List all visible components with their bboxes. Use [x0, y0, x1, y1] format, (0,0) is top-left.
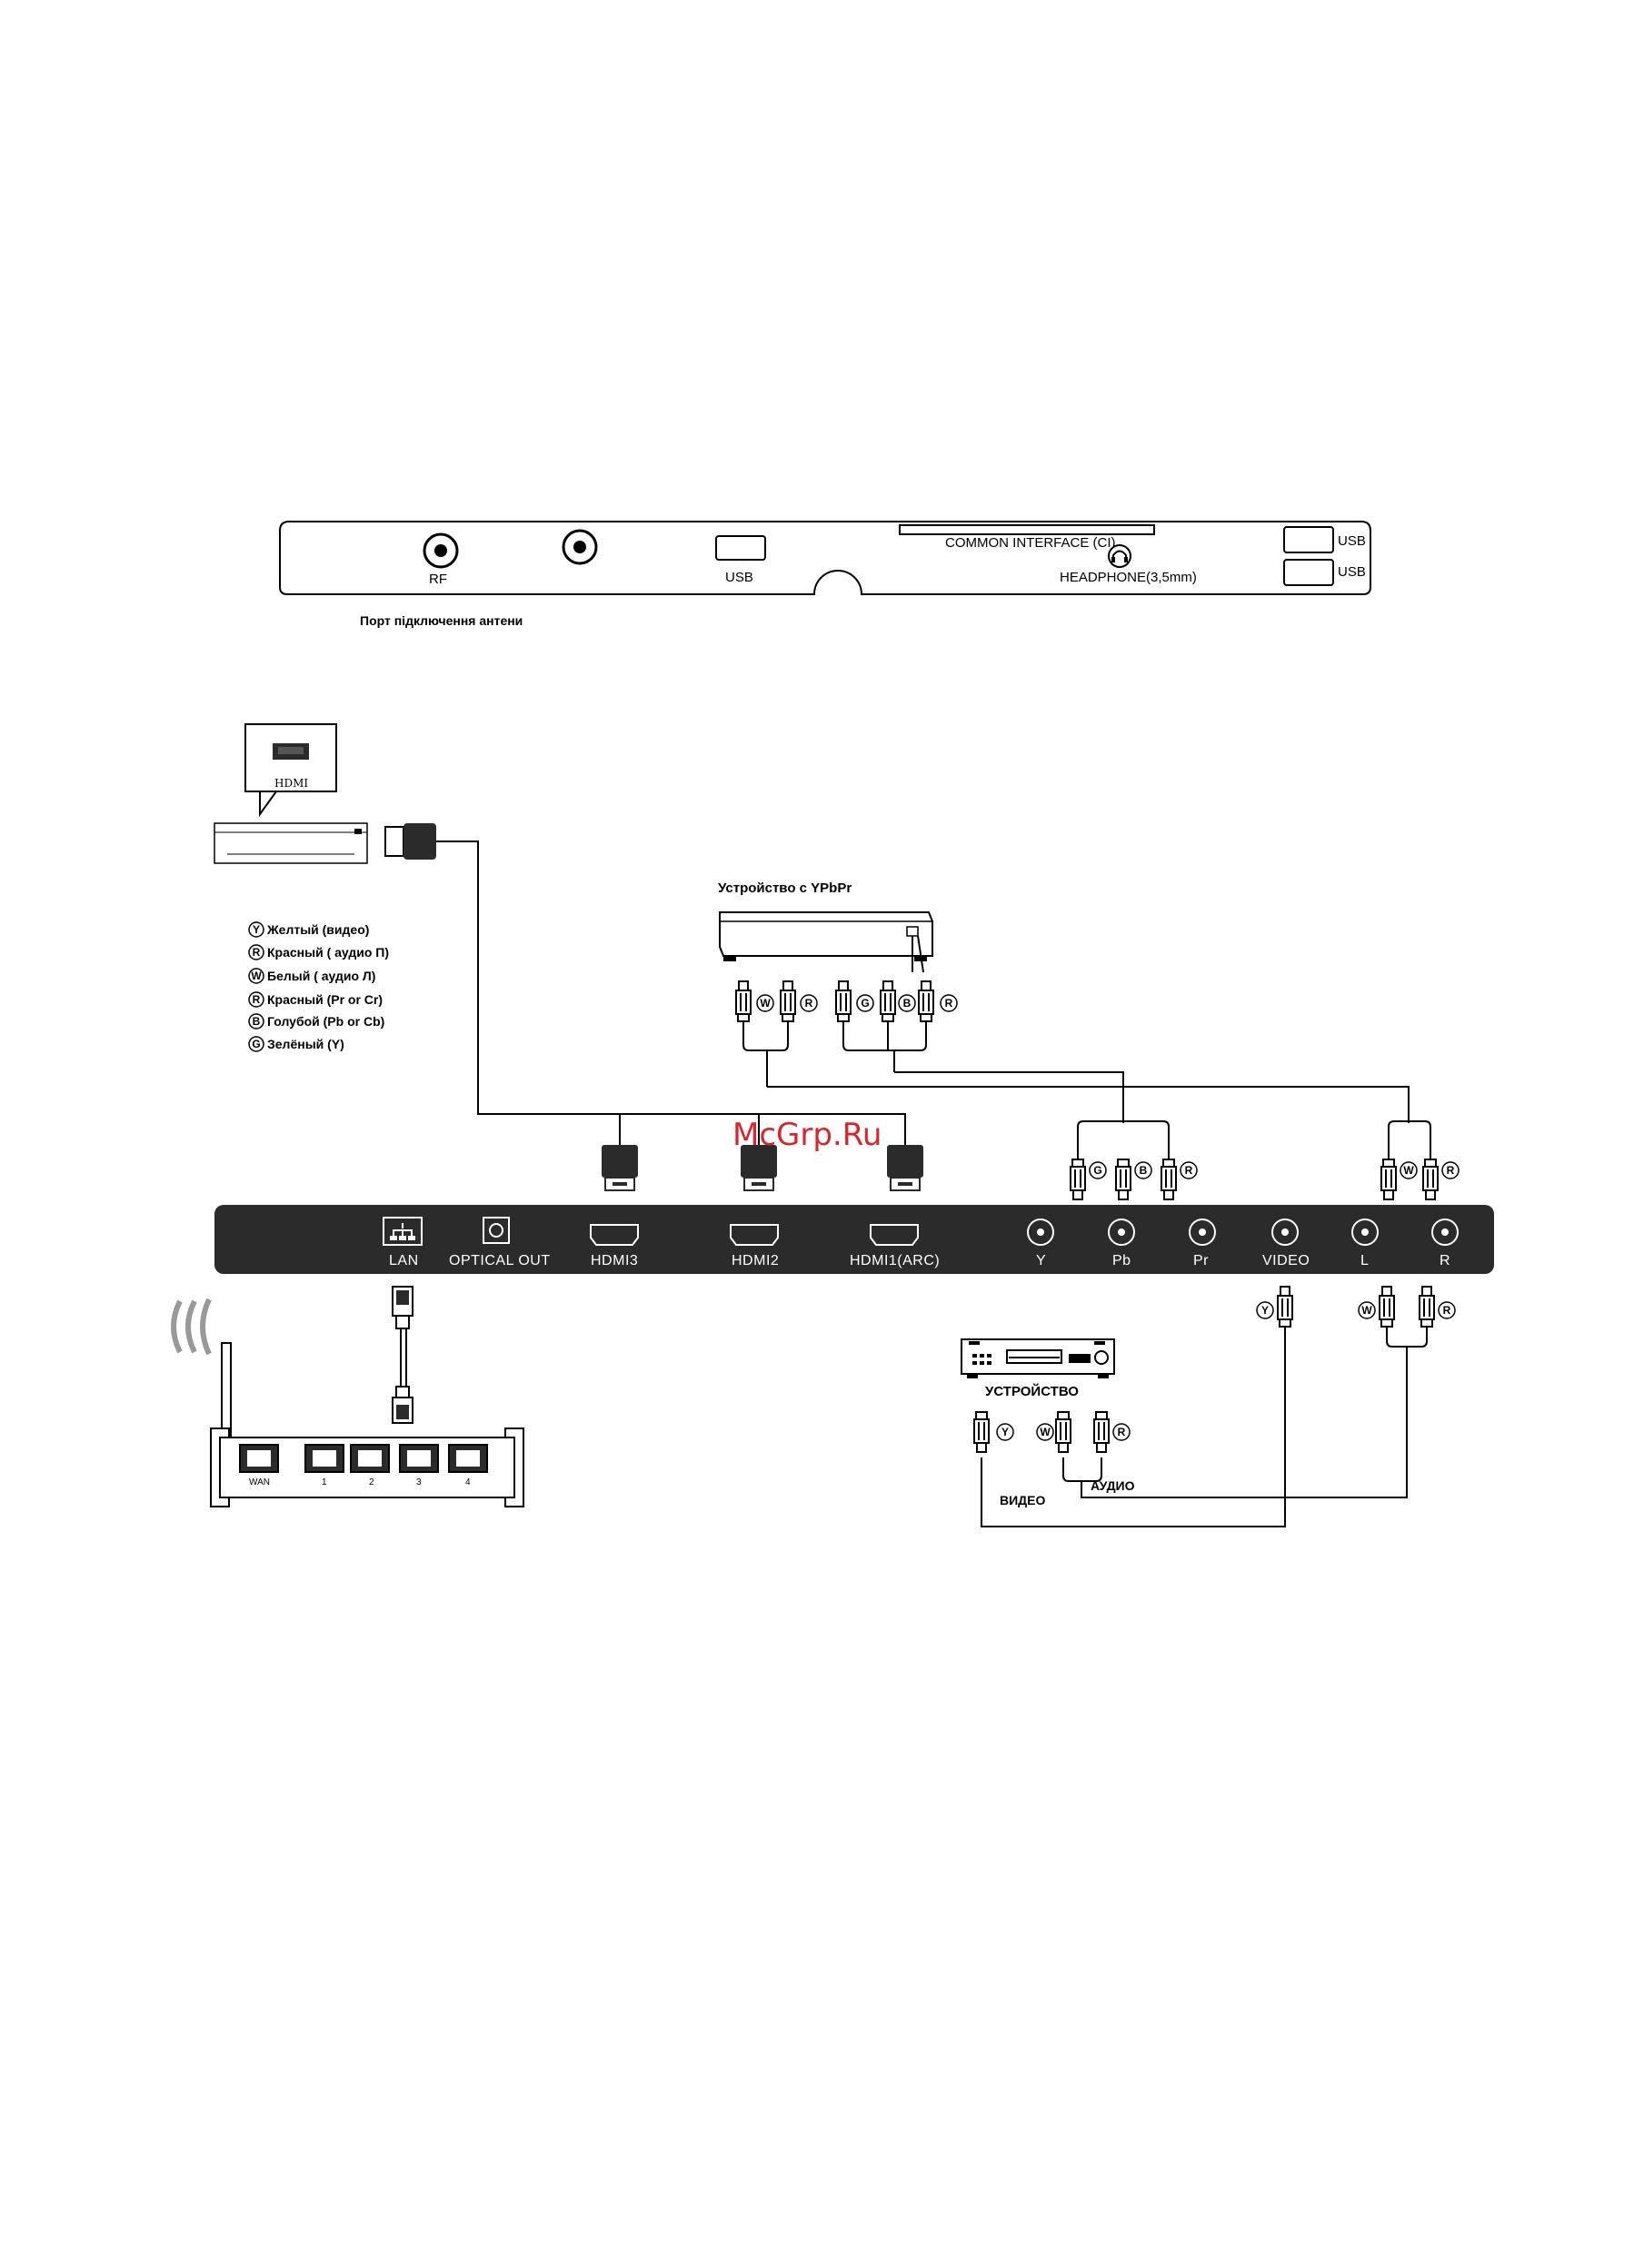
svg-text:Голубой (Pb or Cb): Голубой (Pb or Cb) [267, 1014, 384, 1029]
legend-item: G Зелёный (Y) [248, 1036, 344, 1052]
svg-text:G: G [252, 1038, 260, 1050]
router-port-4: 4 [465, 1477, 471, 1487]
av-audio-label: АУДИО [1091, 1478, 1135, 1493]
svg-text:Красный (Pr or Cr): Красный (Pr or Cr) [267, 992, 383, 1007]
svg-text:R: R [253, 946, 261, 959]
usb-port-right-1 [1283, 526, 1334, 553]
port-label-video: VIDEO [1262, 1253, 1310, 1268]
svg-text:R: R [805, 997, 813, 1010]
router-port-3: 3 [416, 1477, 422, 1487]
hdmi-source-label: HDMI [274, 777, 308, 790]
cables [436, 841, 1431, 1159]
color-legend: Y Желтый (видео) R Красный ( аудио П) W … [248, 921, 389, 1052]
lan-cable [392, 1286, 413, 1424]
port-label-optical: OPTICAL OUT [449, 1253, 551, 1268]
rca-port-pr-icon [1189, 1219, 1216, 1246]
headphone-icon [1108, 544, 1131, 568]
svg-text:R: R [945, 997, 953, 1010]
router: WAN 1 2 3 4 [210, 1342, 524, 1507]
hdmi2-port-icon [730, 1224, 779, 1246]
svg-text:W: W [251, 970, 262, 982]
usb-right-label-1: USB [1338, 533, 1366, 549]
svg-text:R: R [1118, 1426, 1126, 1438]
port-label-hdmi1: HDMI1(ARC) [850, 1253, 940, 1268]
svg-text:W: W [1361, 1304, 1372, 1317]
svg-text:Зелёный (Y): Зелёный (Y) [267, 1037, 344, 1051]
svg-text:Желтый (видео): Желтый (видео) [266, 922, 369, 937]
svg-text:R: R [1185, 1164, 1193, 1177]
svg-text:W: W [760, 997, 771, 1010]
tv-rear-panel: LAN OPTICAL OUT HDMI3 HDMI2 HDMI1(ARC) Y… [214, 1205, 1494, 1274]
svg-text:R: R [253, 993, 261, 1006]
router-port-1: 1 [322, 1477, 327, 1487]
hdmi3-port-icon [590, 1224, 639, 1246]
rf-connector-icon [423, 532, 459, 569]
svg-text:B: B [253, 1015, 261, 1028]
port-label-l: L [1360, 1253, 1369, 1268]
rca-port-r-icon [1431, 1219, 1459, 1246]
router-port-2: 2 [369, 1477, 374, 1487]
av-cables [981, 1327, 1428, 1527]
svg-text:B: B [1140, 1164, 1148, 1177]
svg-text:W: W [1040, 1426, 1051, 1438]
av-device-plugs: Y W R [973, 1411, 1131, 1453]
ci-label: COMMON INTERFACE (CI) [945, 535, 1116, 551]
ypbpr-device-title: Устройство с YPbPr [718, 880, 852, 896]
rf-label: RF [429, 572, 447, 587]
legend-item: W Белый ( аудио Л) [248, 968, 375, 984]
rca-port-y-icon [1027, 1219, 1054, 1246]
port-label-r: R [1440, 1253, 1450, 1268]
svg-text:R: R [1447, 1164, 1455, 1177]
optical-port-icon [483, 1217, 510, 1244]
top-side-panel: RF USB COMMON INTERFACE (CI) HEADPHONE(3… [279, 521, 1371, 595]
rca-port-video-icon [1271, 1219, 1299, 1246]
port-label-hdmi2: HDMI2 [732, 1253, 779, 1268]
legend-item: R Красный (Pr or Cr) [248, 991, 383, 1008]
headphone-label: HEADPHONE(3,5mm) [1060, 570, 1197, 585]
svg-text:Белый ( аудио Л): Белый ( аудио Л) [267, 969, 375, 983]
legend-item: Y Желтый (видео) [248, 921, 369, 938]
port-label-lan: LAN [389, 1253, 419, 1268]
svg-text:Красный ( аудио П): Красный ( аудио П) [267, 945, 389, 960]
satellite-connector-icon [562, 529, 598, 565]
svg-text:B: B [903, 997, 912, 1010]
av-device-title: УСТРОЙСТВО [985, 1383, 1079, 1399]
svg-text:Y: Y [1001, 1426, 1009, 1438]
svg-text:G: G [861, 997, 869, 1010]
component-plugs-to-tv: G B R W R [1070, 1159, 1460, 1200]
hdmi-source-device: HDMI [214, 723, 436, 864]
legend-item: R Красный ( аудио П) [248, 944, 389, 960]
av-plugs-from-tv: Y W R [1256, 1286, 1456, 1328]
watermark: McGrp.Ru [732, 1117, 882, 1153]
port-label-pr: Pr [1193, 1253, 1209, 1268]
ypbpr-device-plugs: W R G B R [735, 980, 958, 1087]
port-label-hdmi3: HDMI3 [591, 1253, 638, 1268]
port-label-y: Y [1036, 1253, 1046, 1268]
svg-text:Y: Y [253, 923, 260, 936]
router-port-wan: WAN [249, 1477, 270, 1487]
hdmi1-port-icon [870, 1224, 919, 1246]
ci-slot [899, 524, 1155, 535]
legend-item: B Голубой (Pb or Cb) [248, 1013, 384, 1030]
rca-port-pb-icon [1108, 1219, 1135, 1246]
usb-port-right-2 [1283, 559, 1334, 586]
usb-port-icon [715, 535, 766, 561]
av-device [961, 1338, 1115, 1378]
svg-text:R: R [1443, 1304, 1451, 1317]
svg-text:Y: Y [1261, 1304, 1269, 1317]
av-video-label: ВИДЕО [1000, 1493, 1045, 1507]
svg-text:W: W [1403, 1164, 1414, 1177]
usb-right-label-2: USB [1338, 564, 1366, 580]
svg-text:G: G [1093, 1164, 1101, 1177]
lan-port-icon [383, 1217, 423, 1246]
ypbpr-device [719, 911, 933, 973]
port-label-pb: Pb [1112, 1253, 1131, 1268]
rca-port-l-icon [1351, 1219, 1379, 1246]
wifi-waves-icon [171, 1298, 212, 1356]
antenna-caption: Порт підключення антени [360, 613, 523, 628]
usb-label: USB [725, 570, 753, 585]
